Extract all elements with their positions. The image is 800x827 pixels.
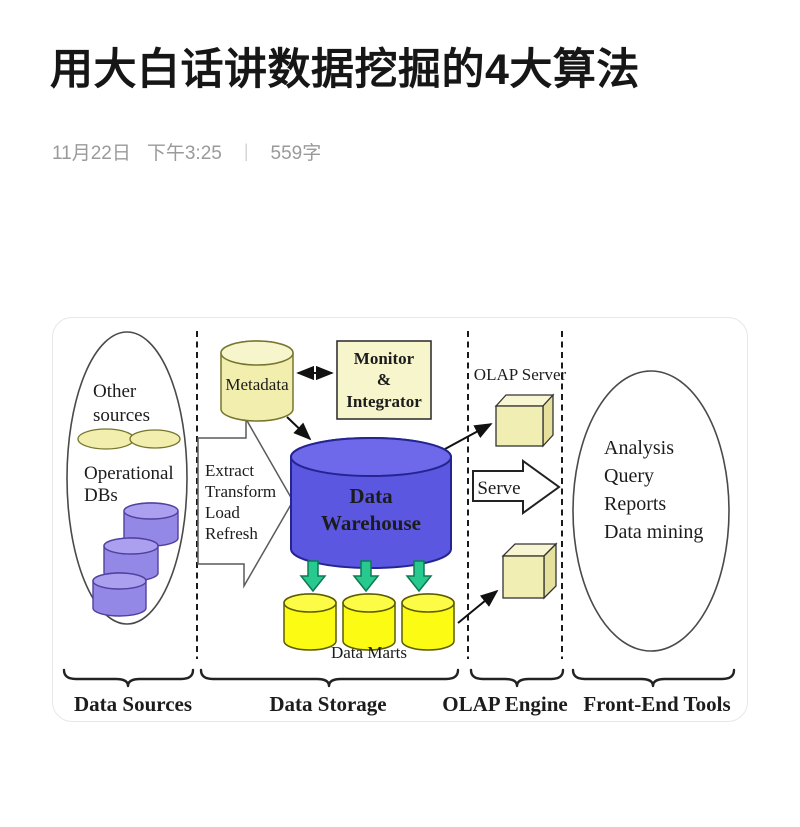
data-mart-cylinder [342, 593, 396, 651]
load-arrow-down [352, 560, 380, 593]
front-end-ellipse [572, 370, 730, 652]
etl-arrow [197, 416, 294, 589]
operational-dbs-label-1: Operational [84, 463, 174, 484]
data-sources-brace [62, 668, 195, 688]
monitor-label-1: Monitor [354, 349, 415, 368]
front-end-label-2: Query [604, 465, 654, 487]
page-title: 用大白话讲数据挖掘的4大算法 [50, 46, 640, 94]
section-label-data-sources: Data Sources [74, 692, 192, 716]
metadata-label: Metadata [225, 375, 289, 394]
load-arrow-down [405, 560, 433, 593]
monitor-integrator-box [336, 340, 432, 420]
serve-label: Serve [477, 478, 520, 499]
other-source-disk [129, 429, 181, 449]
article-figure[interactable]: Other sources Operational DBs Extract Tr… [52, 317, 748, 722]
data-warehouse-cylinder [290, 437, 452, 569]
load-arrow-down [299, 560, 327, 593]
olap-server-cube [494, 393, 555, 448]
front-end-label-3: Reports [604, 493, 666, 515]
olap-engine-brace [469, 668, 565, 688]
warehouse-label-1: Data [349, 484, 393, 508]
architecture-diagram: Other sources Operational DBs Extract Tr… [62, 331, 736, 716]
data-mart-cylinder [283, 593, 337, 651]
other-source-disk [77, 428, 135, 450]
metadata-warehouse-arrow [286, 416, 312, 441]
section-label-front-end-tools: Front-End Tools [583, 692, 730, 716]
data-storage-brace [199, 668, 460, 688]
article-meta: 11月22日 下午3:25 | 559字 [52, 138, 321, 165]
data-sources-ellipse [66, 331, 188, 625]
operational-dbs-label-2: DBs [84, 485, 118, 506]
meta-divider: | [243, 141, 249, 161]
etl-label-4: Refresh [205, 524, 258, 543]
monitor-label-3: Integrator [346, 392, 422, 411]
warehouse-olap-arrow [444, 423, 493, 450]
front-end-label-1: Analysis [604, 437, 674, 459]
warehouse-label-2: Warehouse [321, 511, 421, 535]
publish-time: 下午3:25 [146, 143, 222, 164]
section-label-data-storage: Data Storage [269, 692, 386, 716]
serve-arrow: Serve [472, 459, 561, 515]
word-count: 559字 [270, 143, 322, 164]
operational-db-cylinder [92, 572, 147, 617]
etl-label-3: Load [205, 503, 240, 522]
etl-label-2: Transform [205, 482, 276, 501]
front-end-label-4: Data mining [604, 521, 703, 543]
data-mart-cylinder [401, 593, 455, 651]
monitor-label-2: & [377, 370, 391, 389]
publish-date: 11月22日 [52, 143, 131, 164]
data-marts-label: Data Marts [331, 643, 407, 662]
other-sources-label-1: Other [93, 381, 137, 402]
mart-olap-arrow [457, 589, 499, 624]
front-end-tools-brace [571, 668, 736, 688]
other-sources-label-2: sources [93, 405, 150, 426]
metadata-cylinder [220, 340, 294, 422]
section-label-olap-engine: OLAP Engine [442, 692, 567, 716]
olap-server-cube [501, 542, 558, 600]
olap-server-label: OLAP Server [474, 365, 567, 384]
operational-db-cylinder [103, 537, 159, 582]
etl-label-1: Extract [205, 461, 254, 480]
